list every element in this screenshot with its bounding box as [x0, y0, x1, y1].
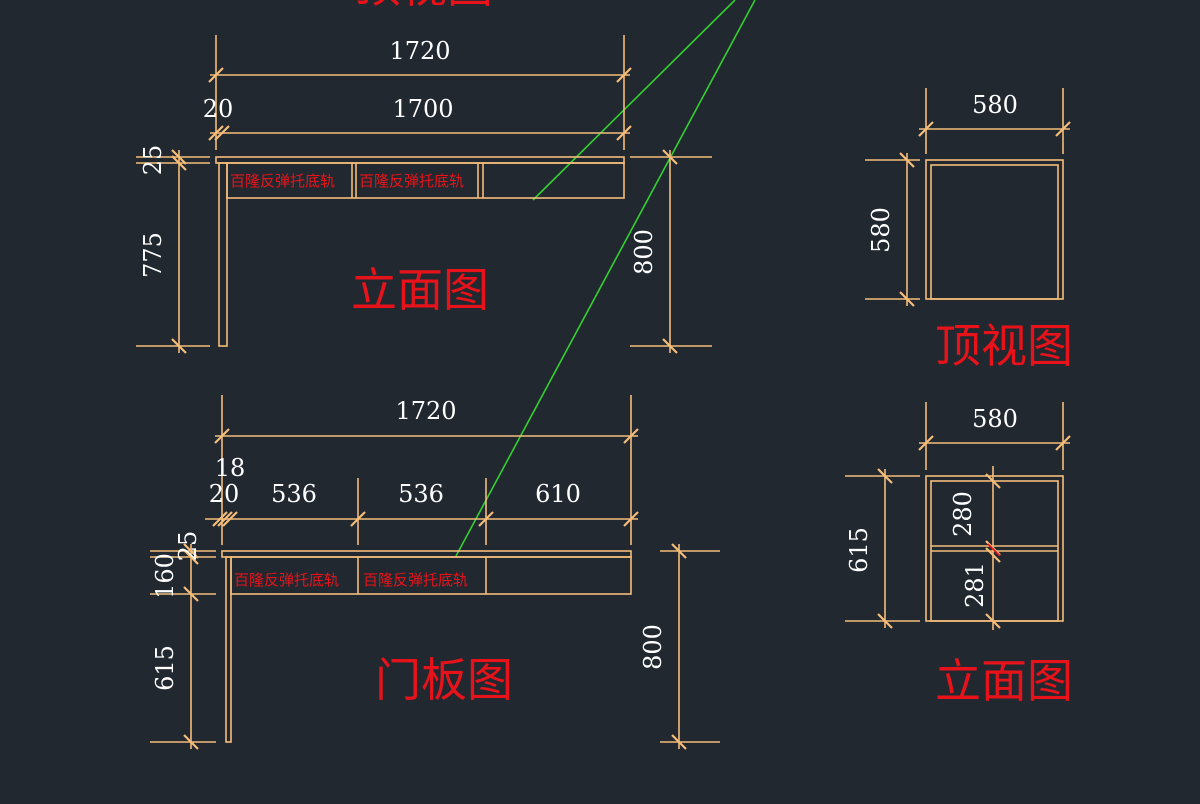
v3-dim-depth: 580 [867, 207, 895, 253]
v1-tick [208, 125, 224, 141]
v1-dim-total-height: 800 [630, 229, 658, 275]
v4-tick [877, 468, 893, 484]
v2-dim-seg3: 610 [535, 480, 581, 508]
v2-drawer-label-1: 百隆反弹托底轨 [234, 571, 339, 589]
v2-tick [671, 543, 687, 559]
v3-inner [930, 164, 1059, 300]
view1-elevation: 1720 1700 20 25 775 800 百隆反弹托底轨 百隆反弹托底轨 … [136, 35, 712, 354]
v1-drawer-label-2: 百隆反弹托底轨 [359, 172, 464, 190]
v4-tick [985, 473, 1001, 489]
view4-side-elevation: 580 615 280 281 立面图 [845, 402, 1073, 708]
v1-tick [616, 125, 632, 141]
leader-lines [455, 0, 756, 557]
v1-tick [662, 338, 678, 354]
v2-dim-seg1: 536 [271, 480, 317, 508]
v4-dim-height: 615 [845, 527, 873, 573]
v4-tick [877, 613, 893, 629]
v2-drawer-label-2: 百隆反弹托底轨 [363, 571, 468, 589]
v3-title: 顶视图 [935, 319, 1073, 373]
v2-tick [671, 734, 687, 750]
v4-dim-width: 580 [972, 405, 1018, 433]
v3-tick [899, 152, 915, 168]
v1-leg [218, 162, 228, 347]
v1-tick [171, 149, 187, 165]
view3-top-view: 580 580 顶视图 [865, 88, 1073, 373]
v4-title: 立面图 [935, 654, 1073, 708]
v1-dim-top-thickness: 25 [139, 145, 167, 176]
v2-tick [183, 549, 199, 565]
v2-dim-gap: 18 [215, 454, 246, 482]
v4-tick [918, 435, 934, 451]
v2-tick [623, 511, 639, 527]
v1-tick [171, 155, 187, 171]
v2-tick [214, 428, 230, 444]
v3-tick [1055, 121, 1071, 137]
v3-tick [918, 121, 934, 137]
v2-tick [623, 428, 639, 444]
v4-tick [1055, 435, 1071, 451]
v3-tick [899, 291, 915, 307]
v3-outer [925, 159, 1064, 300]
v1-dim-side: 20 [203, 95, 234, 123]
v4-dim-lower: 281 [961, 562, 989, 608]
view2-door-panel: 1720 18 20 536 536 610 25 160 615 [150, 395, 720, 750]
v1-drawer-label-1: 百隆反弹托底轨 [230, 172, 335, 190]
v2-tick [350, 511, 366, 527]
v2-tick [217, 511, 233, 527]
v4-dim-upper: 280 [949, 491, 977, 537]
v4-tick [985, 613, 1001, 629]
v3-dim-width: 580 [972, 91, 1018, 119]
v2-tick [222, 511, 238, 527]
v1-tick [662, 149, 678, 165]
v2-tick [183, 586, 199, 602]
v2-tick [478, 511, 494, 527]
v2-dim-total-width: 1720 [395, 397, 456, 425]
v2-dim-leg-height: 615 [151, 645, 179, 691]
v1-tick [171, 338, 187, 354]
v2-dim-side: 20 [209, 480, 240, 508]
v2-tabletop [221, 550, 632, 558]
v1-tick [214, 125, 230, 141]
v1-tick [208, 67, 224, 83]
v4-red-marker [987, 543, 1001, 557]
v2-tick [183, 543, 199, 559]
v2-leg [225, 556, 232, 743]
v2-dim-total-height: 800 [639, 624, 667, 670]
leader-line-2 [455, 0, 756, 557]
v1-title: 立面图 [351, 263, 489, 317]
v2-dim-top-thickness: 25 [174, 531, 202, 562]
leader-line-1 [532, 0, 736, 201]
v1-dim-leg-height: 775 [139, 232, 167, 278]
v1-dim-inner-width: 1700 [392, 95, 453, 123]
v2-title: 门板图 [375, 653, 513, 707]
clipped-top-title: 顶视图 [355, 0, 493, 13]
v1-tabletop [215, 156, 625, 164]
v1-dim-total-width: 1720 [389, 37, 450, 65]
v2-dim-seg2: 536 [398, 480, 444, 508]
v2-tick [212, 511, 228, 527]
v2-dim-drawer-height: 160 [151, 553, 179, 599]
v4-tick [985, 547, 1001, 563]
v1-tick [616, 67, 632, 83]
v2-tick [183, 734, 199, 750]
